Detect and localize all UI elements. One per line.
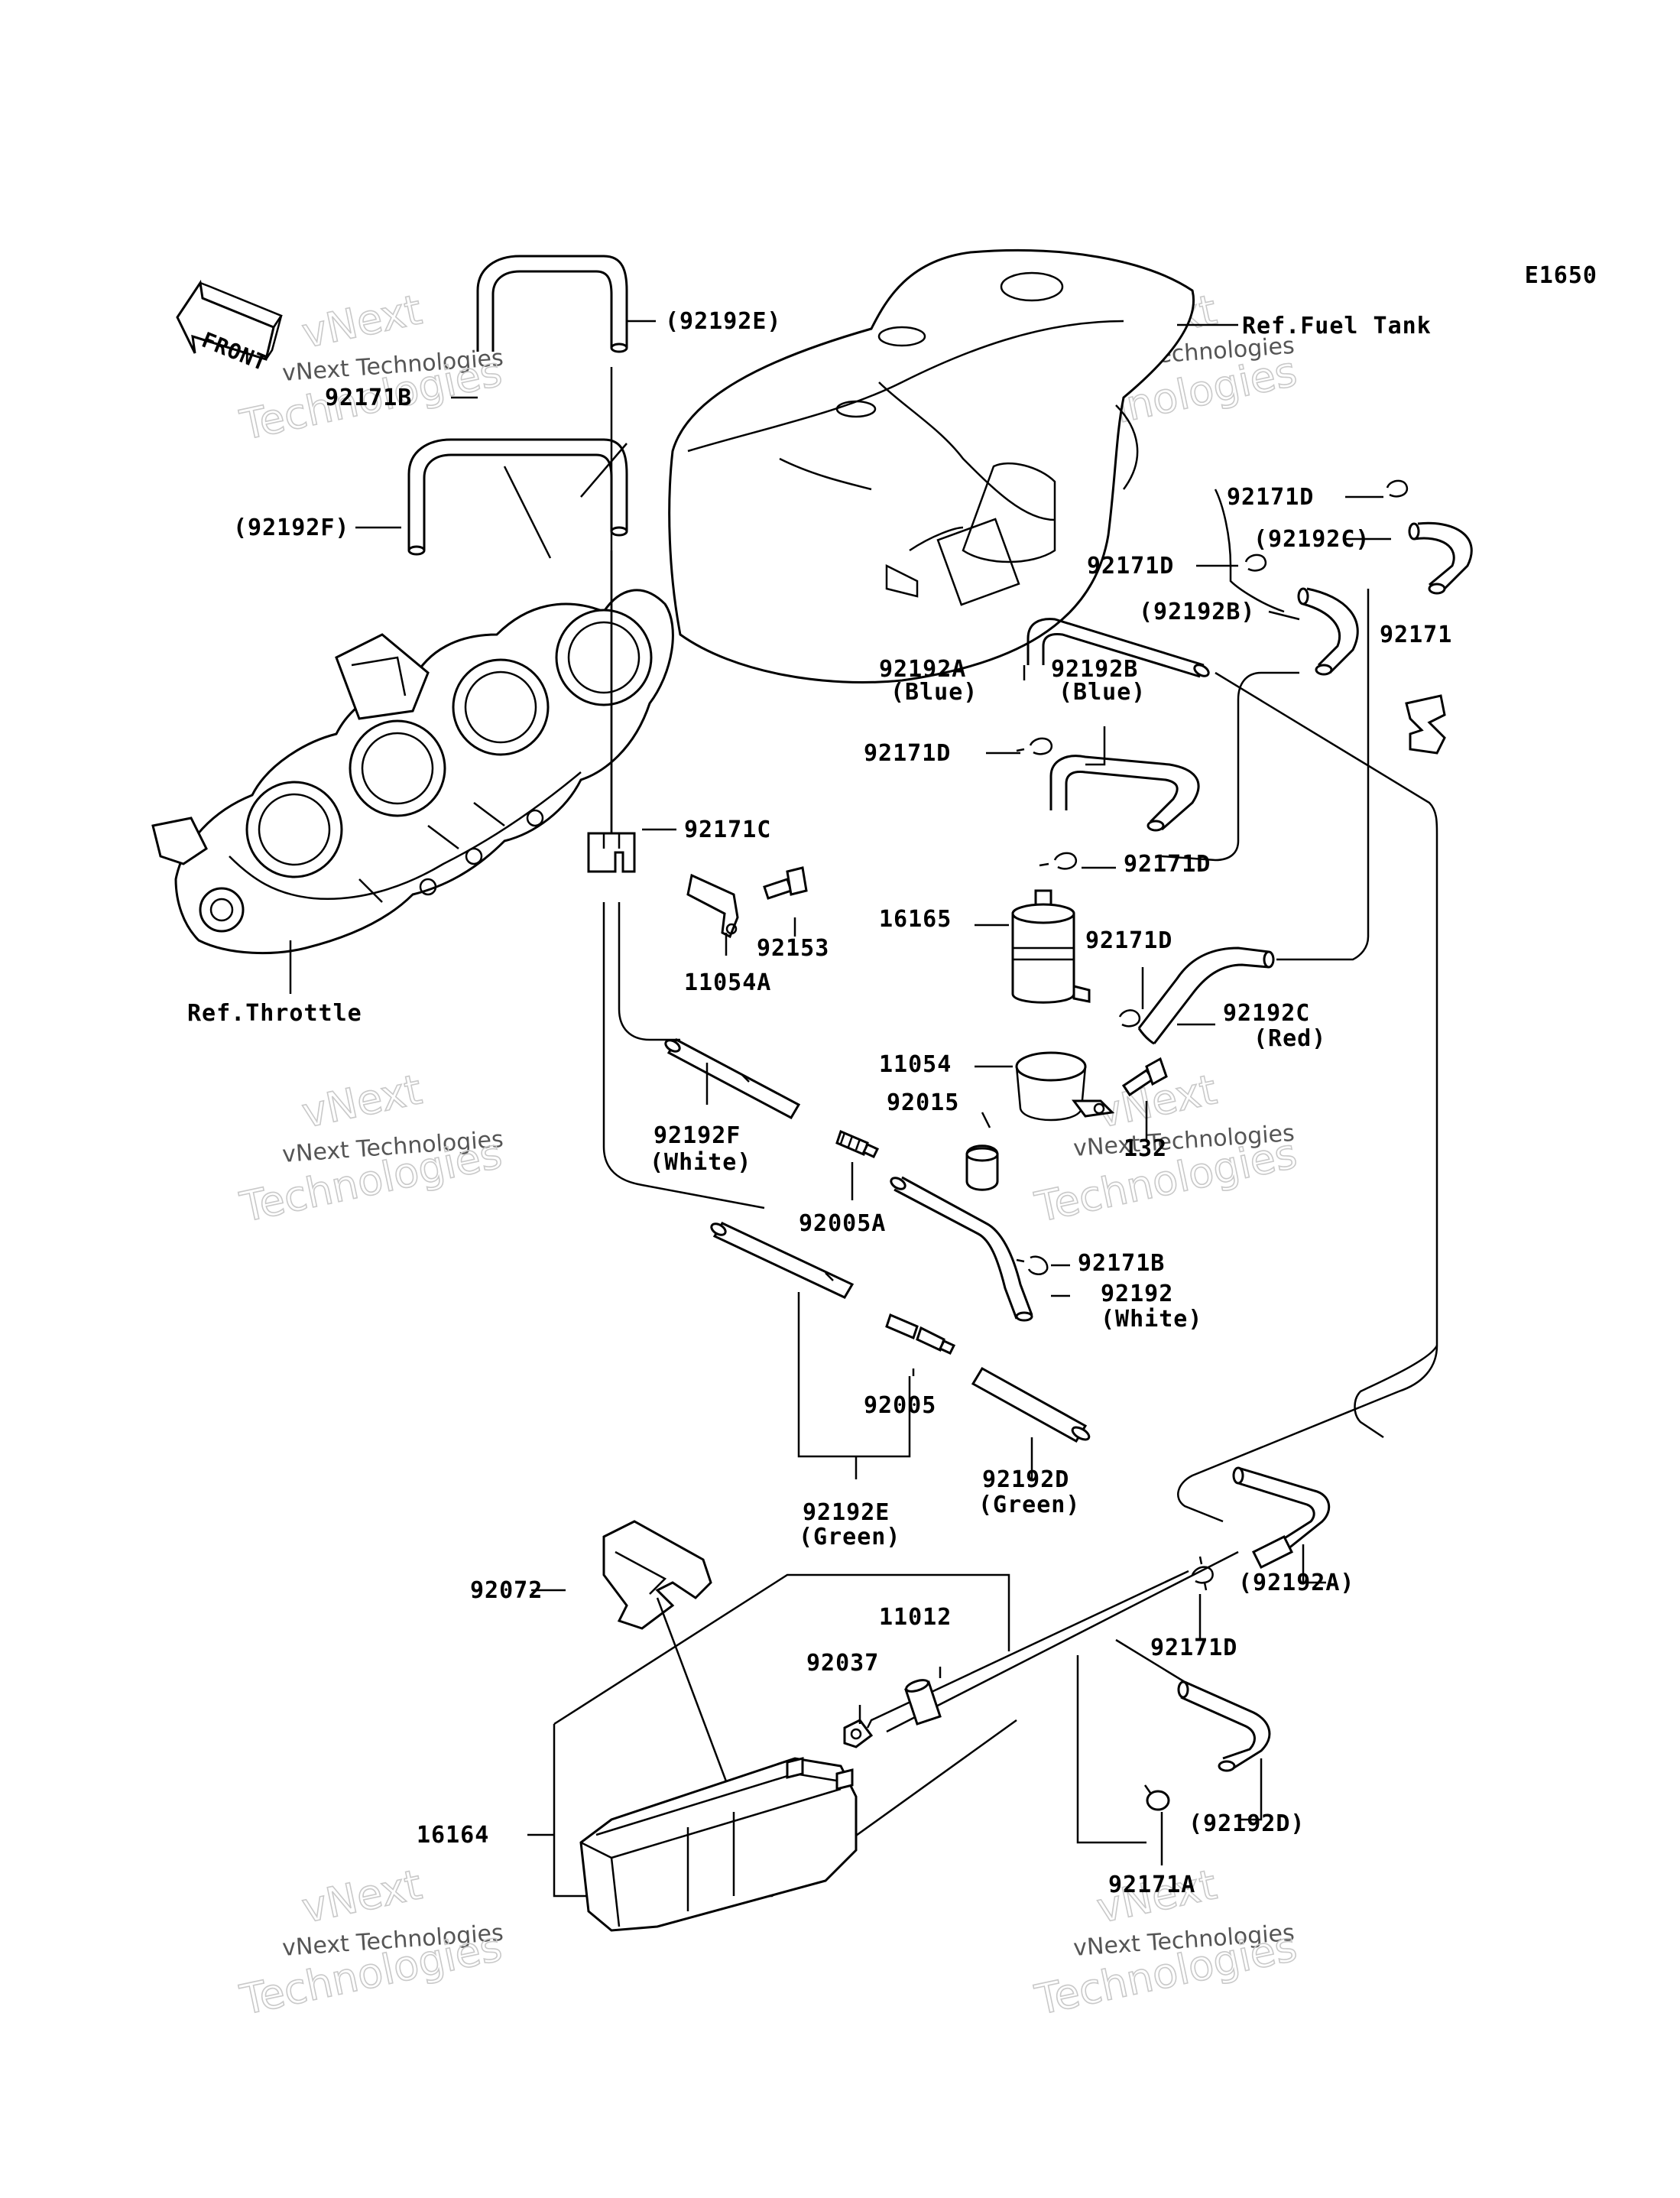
callout-92192F-p: (92192F) (233, 515, 350, 541)
callout-92192C: 92192C (1223, 1000, 1310, 1027)
canister-16164-part (579, 1757, 858, 1932)
hose-92192D-lower (1177, 1680, 1271, 1772)
callout-92037: 92037 (806, 1650, 879, 1677)
clip-92171D-part (1016, 737, 1053, 755)
fuel-filter-16165-part (1011, 889, 1091, 1004)
callout-92171: 92171 (1380, 622, 1452, 648)
callout-92171D-3: 92171D (864, 740, 951, 767)
watermark-bottom-left: vNext vNext Technologies Technologies (235, 1859, 507, 2024)
bolt-92153-part (763, 866, 808, 900)
hose-11012-part (904, 1679, 942, 1726)
callout-92005A: 92005A (799, 1210, 886, 1237)
callout-16164: 16164 (417, 1822, 489, 1849)
hose-92192D-green (971, 1366, 1091, 1443)
clip-92171D-part (1118, 1009, 1141, 1028)
callout-92171D-1: 92171D (1227, 484, 1314, 511)
hose-92192E-upper (476, 255, 628, 353)
ref-throttle-label: Ref.Throttle (187, 1000, 362, 1027)
joint-92005-part (885, 1313, 956, 1355)
hose-92192C-red (1137, 946, 1275, 1045)
clip-92171D-part (1244, 554, 1267, 572)
callout-11012: 11012 (879, 1604, 952, 1631)
callout-green-d: (Green) (978, 1492, 1080, 1518)
diagram-code: E1650 (1525, 262, 1597, 289)
hose-92192E-green (710, 1222, 855, 1299)
clip-92171D-part (1039, 852, 1078, 870)
hose-92192B-upper (1297, 587, 1359, 676)
clip-92171D-part (1386, 479, 1409, 498)
clip-92171A-part (1143, 1784, 1170, 1811)
callout-green-e: (Green) (799, 1524, 900, 1550)
callout-92192B: 92192B (1051, 656, 1138, 683)
callout-92192: 92192 (1101, 1281, 1173, 1307)
callout-92171D-5: 92171D (1085, 927, 1172, 954)
clip-92171B-part (1016, 1255, 1049, 1275)
throttle-body-part (151, 589, 674, 955)
clamp-92171C-part (587, 832, 636, 873)
callout-white-2: (White) (1101, 1306, 1202, 1333)
callout-92192D-p: (92192D) (1189, 1810, 1305, 1837)
callout-92171C: 92171C (684, 817, 771, 843)
clip-92037-part (843, 1719, 874, 1748)
callout-blue-a: (Blue) (890, 679, 978, 706)
callout-11054A: 11054A (684, 969, 771, 996)
bracket-11054A-part (686, 873, 739, 939)
callout-92192C-p: (92192C) (1254, 526, 1370, 553)
hose-92192C-upper (1408, 521, 1473, 595)
callout-92015: 92015 (887, 1089, 959, 1116)
callout-white-f: (White) (650, 1149, 751, 1176)
callout-92072: 92072 (470, 1577, 543, 1604)
hose-92192A-lower (1232, 1466, 1331, 1570)
callout-92171A: 92171A (1108, 1872, 1195, 1898)
clip-92171-part (1405, 694, 1446, 755)
hose-92192F-upper (407, 438, 628, 556)
clamp-11054-part (1015, 1051, 1115, 1122)
watermark-line1: vNext (298, 1065, 426, 1137)
watermark-line1: vNext (298, 285, 426, 357)
callout-92171B-top: 92171B (325, 385, 412, 411)
callout-92192E-p: (92192E) (665, 308, 782, 335)
callout-132: 132 (1124, 1135, 1167, 1162)
fuel-tank-part (668, 248, 1195, 683)
hose-92192-white (890, 1176, 1033, 1322)
bolt-132-part (1121, 1057, 1168, 1097)
callout-92171D-6: 92171D (1150, 1635, 1237, 1661)
callout-92171B: 92171B (1078, 1250, 1165, 1277)
callout-92192D: 92192D (982, 1466, 1069, 1493)
callout-92153: 92153 (757, 935, 829, 962)
callout-92171D-4: 92171D (1124, 851, 1211, 878)
clip-92171D-part (1191, 1556, 1214, 1591)
watermark-top-left: vNext vNext Technologies Technologies (235, 284, 507, 450)
leader-lines (289, 320, 1391, 1865)
callout-92192A: 92192A (879, 656, 966, 683)
joint-92005A-part (835, 1129, 880, 1158)
callout-92171D-2: 92171D (1087, 553, 1174, 580)
callout-92192E: 92192E (803, 1499, 890, 1526)
callout-92192A-p: (92192A) (1238, 1570, 1355, 1596)
callout-blue-b: (Blue) (1059, 679, 1146, 706)
hose-92192B-blue (1049, 755, 1200, 832)
watermark-line1: vNext (298, 1860, 426, 1932)
hose-92192F-white (664, 1038, 801, 1119)
front-arrow-icon: FRONT (176, 279, 283, 376)
bracket-92072-part (602, 1520, 712, 1630)
watermark-mid-left: vNext vNext Technologies Technologies (235, 1064, 507, 1232)
ref-fuel-tank-label: Ref.Fuel Tank (1242, 313, 1432, 339)
callout-red: (Red) (1254, 1025, 1326, 1052)
callout-92192F: 92192F (654, 1122, 741, 1149)
callout-16165: 16165 (879, 906, 952, 933)
callout-92192B-p: (92192B) (1139, 599, 1256, 625)
callout-92005: 92005 (864, 1392, 936, 1419)
callout-11054: 11054 (879, 1051, 952, 1078)
grommet-92015-part (965, 1144, 999, 1191)
hose-92192A-blue (1026, 618, 1210, 678)
